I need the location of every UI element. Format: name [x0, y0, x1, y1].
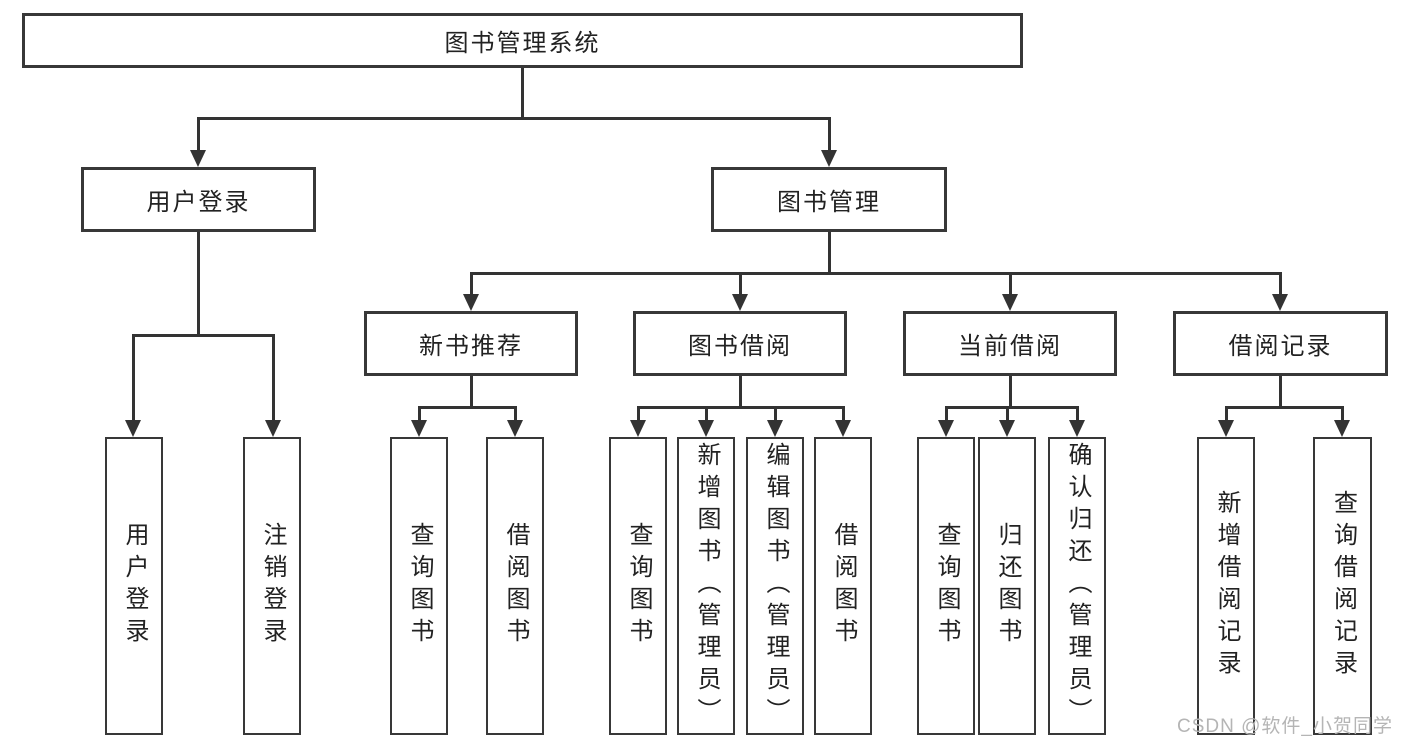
connector-current-drop-3 [1076, 406, 1079, 423]
leaf-return-books: 归还图书 [978, 437, 1036, 735]
connector-root-drop-left [197, 117, 200, 153]
arrow-down-icon [507, 420, 523, 437]
connector-book-mgmt-drop-4 [1279, 272, 1282, 297]
leaf-label: 查询图书 [406, 522, 433, 650]
node-book-management-label: 图书管理 [777, 189, 881, 216]
arrow-down-icon [938, 420, 954, 437]
leaf-user-login: 用户登录 [105, 437, 163, 735]
leaf-add-books-admin: 新增图书（管理员） [677, 437, 735, 735]
leaf-query-borrow-record: 查询借阅记录 [1313, 437, 1372, 735]
arrow-down-icon [1218, 420, 1234, 437]
arrow-down-icon [1069, 420, 1085, 437]
connector-borrowing-hbar [637, 406, 845, 409]
leaf-label: 新增图书（管理员） [693, 442, 720, 730]
leaf-edit-books-admin: 编辑图书（管理员） [746, 437, 804, 735]
connector-user-login-drop-2 [272, 334, 275, 423]
arrow-down-icon [630, 420, 646, 437]
leaf-label: 归还图书 [994, 522, 1021, 650]
leaf-borrow-books-recommend: 借阅图书 [486, 437, 544, 735]
connector-current-stem [1009, 376, 1012, 409]
arrow-down-icon [411, 420, 427, 437]
leaf-label: 确认归还（管理员） [1064, 442, 1091, 730]
connector-records-drop-1 [1225, 406, 1228, 423]
connector-current-drop-2 [1006, 406, 1009, 423]
node-book-management: 图书管理 [711, 167, 947, 232]
connector-recommend-stem [470, 376, 473, 409]
node-user-login: 用户登录 [81, 167, 316, 232]
arrow-down-icon [190, 150, 206, 167]
node-new-book-recommend: 新书推荐 [364, 311, 578, 376]
leaf-add-borrow-record: 新增借阅记录 [1197, 437, 1255, 735]
node-book-borrowing-label: 图书借阅 [688, 333, 792, 360]
connector-book-mgmt-drop-1 [470, 272, 473, 297]
connector-borrowing-drop-1 [637, 406, 640, 423]
leaf-label: 注销登录 [259, 522, 286, 650]
leaf-label: 查询借阅记录 [1329, 490, 1357, 682]
connector-records-drop-2 [1341, 406, 1344, 423]
node-borrowing-records-label: 借阅记录 [1228, 333, 1333, 360]
arrow-down-icon [1002, 294, 1018, 311]
arrow-down-icon [767, 420, 783, 437]
leaf-label: 新增借阅记录 [1213, 490, 1240, 682]
arrow-down-icon [125, 420, 141, 437]
watermark: CSDN @软件_小贺同学 [1177, 716, 1393, 737]
connector-borrowing-drop-4 [842, 406, 845, 423]
connector-user-login-hbar [132, 334, 275, 337]
arrow-down-icon [732, 294, 748, 311]
node-user-login-label: 用户登录 [146, 189, 251, 216]
connector-borrowing-drop-3 [774, 406, 777, 423]
leaf-label: 编辑图书（管理员） [762, 442, 789, 730]
connector-root-hbar [197, 117, 831, 120]
leaf-query-books-borrowing: 查询图书 [609, 437, 667, 735]
connector-book-mgmt-drop-2 [739, 272, 742, 297]
connector-root-drop-right [828, 117, 831, 153]
connector-recommend-drop-1 [418, 406, 421, 423]
node-current-borrowing: 当前借阅 [903, 311, 1117, 376]
connector-records-stem [1279, 376, 1282, 409]
connector-root-stem [521, 68, 524, 120]
leaf-query-books-current: 查询图书 [917, 437, 975, 735]
connector-current-drop-1 [945, 406, 948, 423]
node-book-borrowing: 图书借阅 [633, 311, 847, 376]
node-current-borrowing-label: 当前借阅 [958, 333, 1062, 360]
node-new-book-recommend-label: 新书推荐 [419, 333, 523, 360]
arrow-down-icon [1334, 420, 1350, 437]
leaf-label: 借阅图书 [830, 522, 857, 650]
node-root: 图书管理系统 [22, 13, 1023, 68]
arrow-down-icon [265, 420, 281, 437]
leaf-label: 用户登录 [121, 522, 148, 650]
leaf-logout-login: 注销登录 [243, 437, 301, 735]
arrow-down-icon [835, 420, 851, 437]
connector-user-login-stem [197, 232, 200, 337]
leaf-borrow-books-borrowing: 借阅图书 [814, 437, 872, 735]
connector-borrowing-stem [739, 376, 742, 409]
node-root-label: 图书管理系统 [444, 30, 601, 57]
node-borrowing-records: 借阅记录 [1173, 311, 1388, 376]
connector-current-hbar [945, 406, 1079, 409]
connector-book-mgmt-hbar [470, 272, 1282, 275]
connector-user-login-drop-1 [132, 334, 135, 423]
connector-recommend-drop-2 [514, 406, 517, 423]
leaf-label: 查询图书 [933, 522, 960, 650]
connector-book-mgmt-stem [828, 232, 831, 275]
arrow-down-icon [821, 150, 837, 167]
leaf-label: 借阅图书 [502, 522, 529, 650]
arrow-down-icon [698, 420, 714, 437]
arrow-down-icon [999, 420, 1015, 437]
connector-records-hbar [1225, 406, 1344, 409]
arrow-down-icon [1272, 294, 1288, 311]
connector-book-mgmt-drop-3 [1009, 272, 1012, 297]
arrow-down-icon [463, 294, 479, 311]
leaf-query-books-recommend: 查询图书 [390, 437, 448, 735]
connector-borrowing-drop-2 [705, 406, 708, 423]
leaf-confirm-return-admin: 确认归还（管理员） [1048, 437, 1106, 735]
leaf-label: 查询图书 [625, 522, 652, 650]
connector-recommend-hbar [418, 406, 517, 409]
